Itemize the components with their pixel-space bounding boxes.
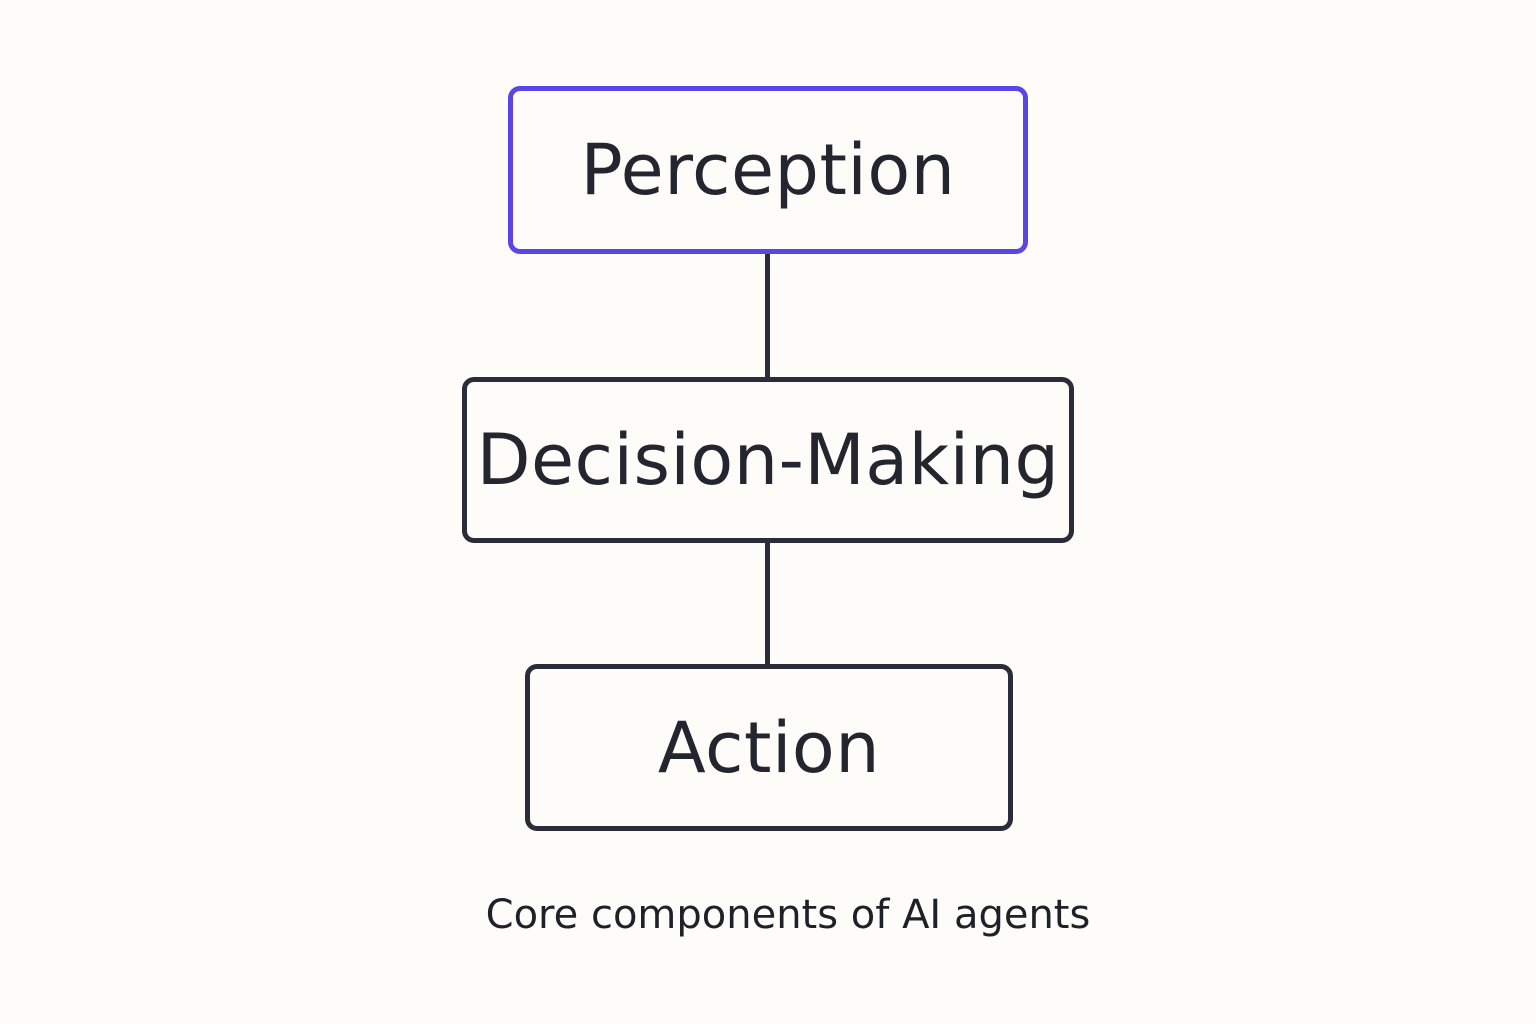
node-decision-making-label: Decision-Making xyxy=(476,419,1060,501)
connector-decision-action xyxy=(765,542,770,665)
node-perception: Perception xyxy=(508,86,1028,254)
connector-perception-decision xyxy=(765,253,770,378)
node-decision-making: Decision-Making xyxy=(462,377,1074,543)
diagram-caption: Core components of AI agents xyxy=(485,892,1091,938)
node-action-label: Action xyxy=(657,706,881,789)
node-perception-label: Perception xyxy=(580,129,956,211)
node-action: Action xyxy=(525,664,1013,831)
